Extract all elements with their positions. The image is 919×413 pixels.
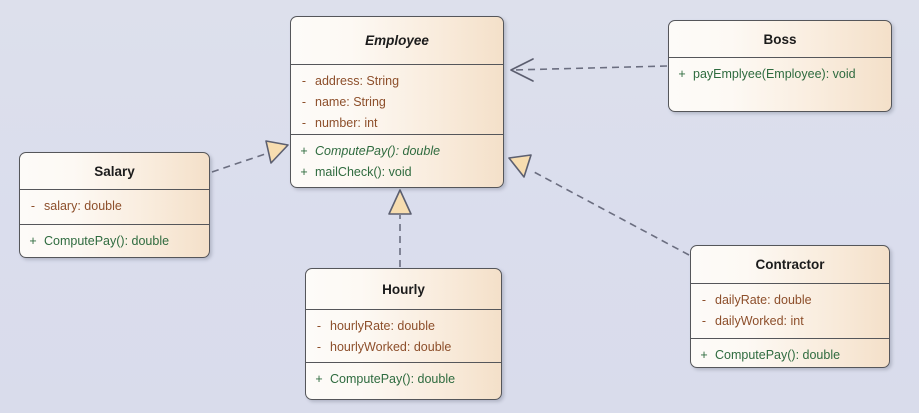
class-attribute: - address: String (293, 71, 503, 92)
connector-salary-to-employee (211, 140, 289, 173)
visibility-marker: + (678, 67, 686, 81)
connector-line (533, 171, 690, 256)
class-methods-contractor: + ComputePay(): double (691, 338, 889, 367)
class-title-contractor: Contractor (691, 246, 889, 284)
connector-line (512, 65, 668, 71)
class-attribute: - hourlyRate: double (308, 316, 501, 337)
visibility-marker: + (315, 372, 323, 386)
attribute-text: hourlyWorked: double (330, 340, 452, 354)
class-attributes-contractor: - dailyRate: double - dailyWorked: int (691, 284, 889, 338)
visibility-marker: - (301, 74, 307, 88)
class-attribute: - number: int (293, 113, 503, 134)
visibility-marker: - (316, 319, 322, 333)
class-method: + ComputePay(): double (693, 345, 889, 366)
method-text: ComputePay(): double (315, 144, 441, 158)
visibility-marker: - (701, 293, 707, 307)
open-arrowhead-icon (510, 58, 534, 82)
visibility-marker: - (301, 116, 307, 130)
connector-boss-to-employee (510, 58, 668, 82)
attribute-text: name: String (315, 95, 386, 109)
hollow-triangle-arrowhead-icon (388, 189, 412, 215)
method-text: payEmplyee(Employee): void (693, 67, 856, 81)
class-title-salary: Salary (20, 153, 209, 190)
method-text: ComputePay(): double (44, 234, 170, 248)
attribute-text: dailyWorked: int (715, 314, 804, 328)
class-box-employee[interactable]: Employee - address: String - name: Strin… (290, 16, 504, 188)
class-attributes-hourly: - hourlyRate: double - hourlyWorked: dou… (306, 310, 501, 362)
class-attribute: - dailyRate: double (693, 290, 889, 311)
visibility-marker: - (301, 95, 307, 109)
class-attribute: - name: String (293, 92, 503, 113)
class-method: + payEmplyee(Employee): void (671, 64, 891, 85)
class-box-salary[interactable]: Salary - salary: double + ComputePay(): … (19, 152, 210, 258)
class-attribute: - dailyWorked: int (693, 311, 889, 332)
visibility-marker: - (701, 314, 707, 328)
class-attribute: - salary: double (22, 196, 209, 217)
class-method: + ComputePay(): double (22, 231, 209, 252)
visibility-marker: + (300, 144, 308, 158)
class-method: + ComputePay(): double (308, 369, 501, 390)
visibility-marker: + (29, 234, 37, 248)
class-methods-salary: + ComputePay(): double (20, 224, 209, 257)
visibility-marker: - (30, 199, 36, 213)
class-title-boss: Boss (669, 21, 891, 58)
class-methods-hourly: + ComputePay(): double (306, 362, 501, 397)
method-text: ComputePay(): double (330, 372, 456, 386)
visibility-marker: + (300, 165, 308, 179)
class-methods-boss: + payEmplyee(Employee): void (669, 58, 891, 92)
class-title-employee: Employee (291, 17, 503, 65)
attribute-text: hourlyRate: double (330, 319, 435, 333)
connector-contractor-to-employee (508, 154, 690, 256)
connector-line (211, 151, 272, 173)
hollow-triangle-arrowhead-icon (265, 140, 289, 164)
class-methods-employee: + ComputePay(): double + mailCheck(): vo… (291, 134, 503, 187)
class-attributes-salary: - salary: double (20, 190, 209, 224)
class-method: + ComputePay(): double (293, 141, 503, 162)
class-title-hourly: Hourly (306, 269, 501, 310)
connector-hourly-to-employee (388, 189, 412, 267)
attribute-text: address: String (315, 74, 400, 88)
attribute-text: salary: double (44, 199, 122, 213)
visibility-marker: - (316, 340, 322, 354)
method-text: ComputePay(): double (715, 348, 841, 362)
method-text: mailCheck(): void (315, 165, 412, 179)
visibility-marker: + (700, 348, 708, 362)
attribute-text: number: int (315, 116, 378, 130)
class-method: + mailCheck(): void (293, 162, 503, 183)
attribute-text: dailyRate: double (715, 293, 812, 307)
class-box-hourly[interactable]: Hourly - hourlyRate: double - hourlyWork… (305, 268, 502, 400)
class-box-contractor[interactable]: Contractor - dailyRate: double - dailyWo… (690, 245, 890, 368)
class-attributes-employee: - address: String - name: String - numbe… (291, 65, 503, 134)
class-box-boss[interactable]: Boss + payEmplyee(Employee): void (668, 20, 892, 112)
class-attribute: - hourlyWorked: double (308, 337, 501, 358)
hollow-triangle-arrowhead-icon (508, 154, 532, 178)
